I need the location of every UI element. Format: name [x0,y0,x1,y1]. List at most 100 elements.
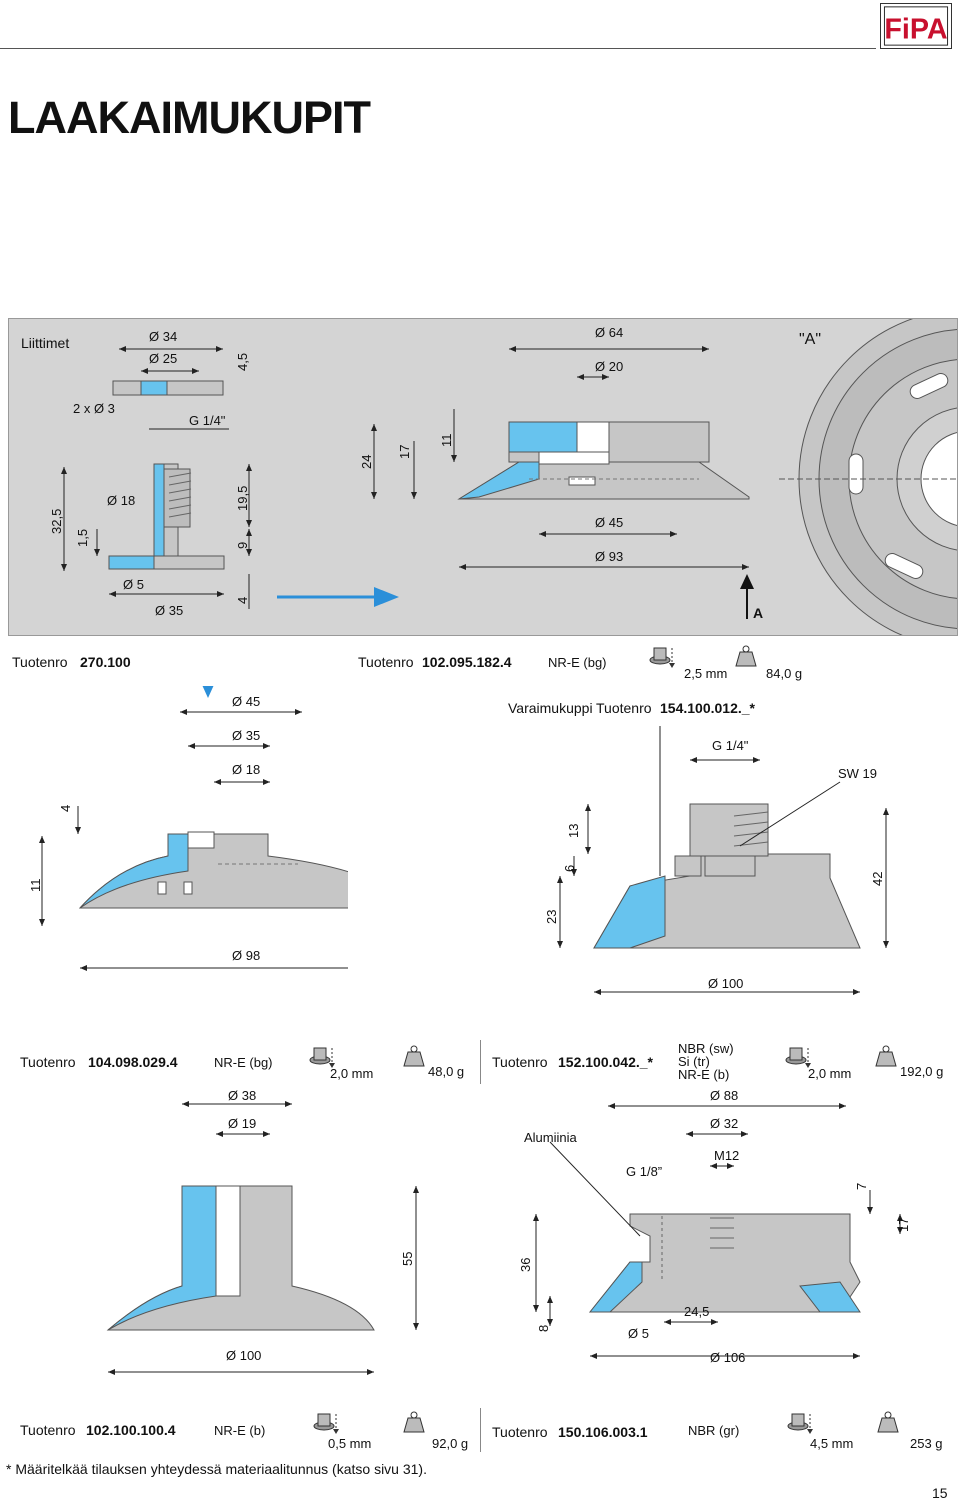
dim-label: 36 [518,1257,533,1272]
brand-logo-text: FiPA [884,13,947,45]
product-bar-3: Tuotenro 102.100.100.4 NR-E (b) 0,5 mm 9… [8,1408,958,1452]
product-bar-2: Tuotenro 104.098.029.4 NR-E (bg) 2,0 mm … [8,1040,958,1084]
dim-label: 17 [896,1217,911,1232]
dim-label: 24 [359,454,374,469]
dim-label: Ø 93 [595,549,624,564]
spare-cup-tuotenro: Tuotenro [596,700,652,716]
weight-icon [872,1044,900,1070]
product-material: NR-E (bg) [214,1055,273,1070]
cup-drawing-104098 [106,1101,419,1375]
product-number: 270.100 [80,654,131,670]
dim-label: Ø 34 [149,329,178,344]
dim-label: Ø 100 [226,1348,262,1363]
dim-label: Ø 38 [228,1088,257,1103]
dim-label: 23 [544,909,559,924]
stroke-icon [308,1044,336,1070]
dim-label: Ø 25 [149,351,178,366]
dim-label: 7 [854,1182,869,1190]
product-stroke: 2,5 mm [684,666,728,681]
view-arrow-icon [740,574,754,619]
product-label: Tuotenro [12,654,68,670]
product-label: Tuotenro [20,1054,76,1070]
connectors-drawing [61,319,957,635]
product-stroke: 0,5 mm [328,1436,372,1451]
page-title: LAAKAIMUKUPIT [8,92,371,143]
connector-part [108,380,225,570]
product-number: 102.095.182.4 [422,654,512,670]
dim-label: Ø 45 [595,515,624,530]
stroke-icon [648,644,676,670]
dim-label: 4 [58,804,73,812]
product-weight: 84,0 g [766,666,803,681]
product-number: 104.098.029.4 [88,1054,178,1070]
panel-cup-104098: Ø 45 Ø 35 Ø 18 4 11 25 Ø 98 [8,686,348,1026]
dim-label: 8 [536,1324,551,1332]
dim-label: Ø 98 [232,948,261,963]
product-material: NR-E (bg) [548,655,607,670]
spare-cup-number: 154.100.012._* [660,700,755,716]
product-material: NBR (sw) [678,1041,734,1056]
product-stroke: 2,0 mm [330,1066,374,1081]
dim-label: 11 [439,433,454,448]
material-note: Alumiinia [524,1130,577,1145]
dim-label: Ø 19 [228,1116,257,1131]
cup-part-102095 [457,421,750,500]
product-weight: 192,0 g [900,1064,944,1079]
product-material: NR-E (b) [214,1423,266,1438]
divider [480,1040,481,1084]
stroke-icon [786,1410,814,1436]
dim-label: Ø 106 [710,1350,746,1365]
page-number: 15 [932,1485,948,1501]
product-bar-1: Tuotenro 270.100 Tuotenro 102.095.182.4 … [8,640,958,684]
dim-label: Ø 35 [232,728,261,743]
dim-lines-mid [371,346,749,570]
product-material: NR-E (b) [678,1067,730,1082]
dim-label: Ø 18 [232,762,261,777]
product-label: Tuotenro [492,1424,548,1440]
dim-label: Ø 100 [708,976,744,991]
dim-label: 17 [397,444,412,459]
product-label: Tuotenro [20,1422,76,1438]
dim-label: Ø 5 [123,577,144,592]
product-weight: 253 g [910,1436,943,1451]
product-weight: 92,0 g [432,1436,469,1451]
connectors-heading: Liittimet [21,335,70,351]
weight-icon [732,644,760,670]
product-number: 102.100.100.4 [86,1422,176,1438]
product-label: Tuotenro [492,1054,548,1070]
view-a-label: "A" [799,331,822,348]
view-a-marker: A [753,605,764,621]
panel-connectors: Liittimet "A" A Ø 34 Ø 25 4,5 2 x Ø 3 G … [8,318,958,636]
dim-label: 9 [235,541,250,549]
dim-label: 24,5 [684,1304,710,1319]
dim-lines-left [61,346,252,609]
dim-label: G 1/4" [712,738,749,753]
arrow-down-icon [202,686,214,698]
header-rule [0,48,876,49]
panel-cup-150106: Alumiinia Ø 88 Ø 32 G 1/8” M12 7 17 36 8… [490,1086,958,1402]
panel-cup-102100: Ø 38 Ø 19 55 Ø 100 [8,1086,480,1402]
product-number: 150.106.003.1 [558,1424,648,1440]
weight-icon [874,1410,902,1436]
dim-label: Ø 88 [710,1088,739,1103]
product-weight: 48,0 g [428,1064,465,1079]
dim-label: Ø 64 [595,325,624,340]
dim-label: 4 [235,596,250,604]
dim-label: Ø 45 [232,694,261,709]
cup-drawing-270100 [39,686,348,971]
product-material: Si (tr) [678,1054,710,1069]
weight-icon [400,1410,428,1436]
dim-label: 6 [562,864,577,872]
stroke-icon [312,1410,340,1436]
view-a-detail [779,319,957,635]
dim-label: Ø 18 [107,493,136,508]
weight-icon [400,1044,428,1070]
dim-label: G 1/4" [189,413,226,428]
product-number: 152.100.042._* [558,1054,653,1070]
dim-label: 11 [28,878,43,893]
dim-label: 1,5 [75,528,90,547]
spare-cup-label: Varaimukuppi [508,700,593,716]
product-material: NBR (gr) [688,1423,740,1438]
dim-label: 32,5 [49,508,64,534]
product-stroke: 4,5 mm [810,1436,854,1451]
